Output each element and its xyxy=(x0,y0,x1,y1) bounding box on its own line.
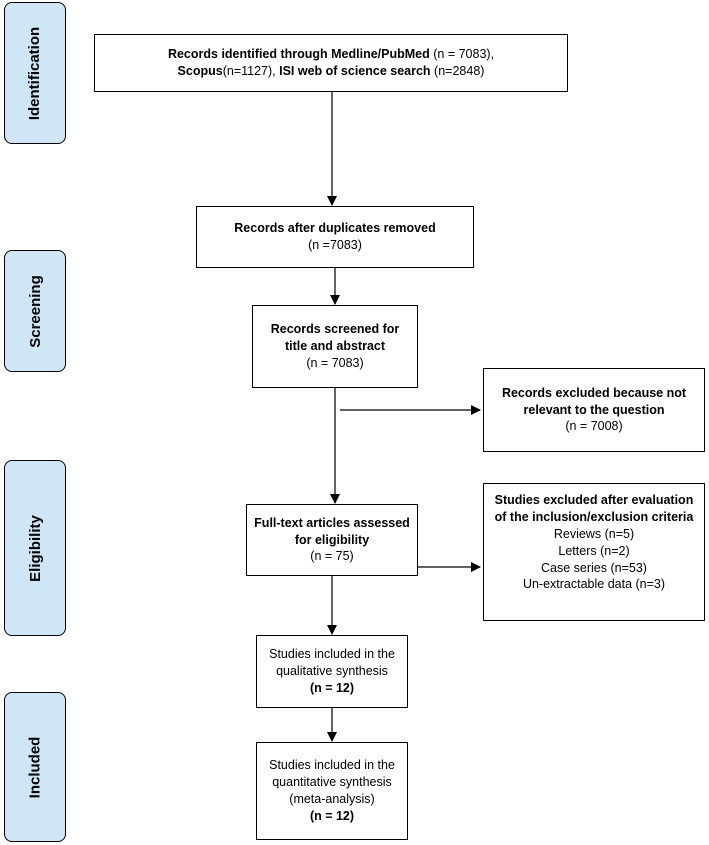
records-identified-box: Records identified through Medline/PubMe… xyxy=(94,34,568,92)
quantitative-count: (n = 12) xyxy=(309,808,355,823)
excluded-criteria-box: Studies excluded after evaluation of the… xyxy=(483,483,705,621)
excluded-relevance-title-1: Records excluded because not xyxy=(501,385,687,400)
fulltext-title-1: Full-text articles assessed xyxy=(254,515,410,530)
qualitative-count: (n = 12) xyxy=(309,680,355,695)
excluded-relevance-title-2: relevant to the question xyxy=(523,402,665,417)
qualitative-line-2: qualitative synthesis xyxy=(276,664,388,679)
excluded-criteria-title-1: Studies excluded after evaluation xyxy=(494,493,694,507)
quantitative-line-3: (meta-analysis) xyxy=(289,792,375,806)
excluded-relevance-count: (n = 7008) xyxy=(565,419,623,434)
excluded-not-relevant-box: Records excluded because not relevant to… xyxy=(483,368,705,452)
quantitative-line-1: Studies included in the xyxy=(269,758,395,773)
excluded-reason-item: Case series (n=53) xyxy=(541,560,647,575)
fulltext-title-2: for eligibility xyxy=(294,532,370,547)
screened-title-1: Records screened for xyxy=(270,322,400,337)
qualitative-synthesis-box: Studies included in the qualitative synt… xyxy=(256,635,408,708)
duplicates-title: Records after duplicates removed xyxy=(234,221,436,236)
phase-included: Included xyxy=(4,692,66,842)
records-identified-line1: Records identified through Medline/PubMe… xyxy=(167,47,495,62)
quantitative-line-2: quantitative synthesis xyxy=(272,775,392,790)
duplicates-count: (n =7083) xyxy=(308,238,362,252)
excluded-reason-item: Letters (n=2) xyxy=(558,543,630,558)
screened-title-2: title and abstract xyxy=(284,339,386,354)
qualitative-line-1: Studies included in the xyxy=(269,647,395,662)
excluded-reason-item: Reviews (n=5) xyxy=(553,526,635,541)
records-identified-line2: Scopus(n=1127), ISI web of science searc… xyxy=(177,64,485,78)
phase-screening: Screening xyxy=(4,250,66,372)
excluded-reason-item: Un-extractable data (n=3) xyxy=(522,577,666,592)
duplicates-removed-box: Records after duplicates removed (n =708… xyxy=(196,206,474,268)
phase-eligibility: Eligibility xyxy=(4,460,66,636)
screened-count: (n = 7083) xyxy=(306,355,364,370)
fulltext-count: (n = 75) xyxy=(310,549,354,564)
excluded-criteria-title-2: of the inclusion/exclusion criteria xyxy=(494,509,694,524)
quantitative-synthesis-box: Studies included in the quantitative syn… xyxy=(256,742,408,840)
records-screened-box: Records screened for title and abstract … xyxy=(252,305,418,388)
phase-identification: Identification xyxy=(4,2,66,144)
fulltext-assessed-box: Full-text articles assessed for eligibil… xyxy=(246,504,418,576)
